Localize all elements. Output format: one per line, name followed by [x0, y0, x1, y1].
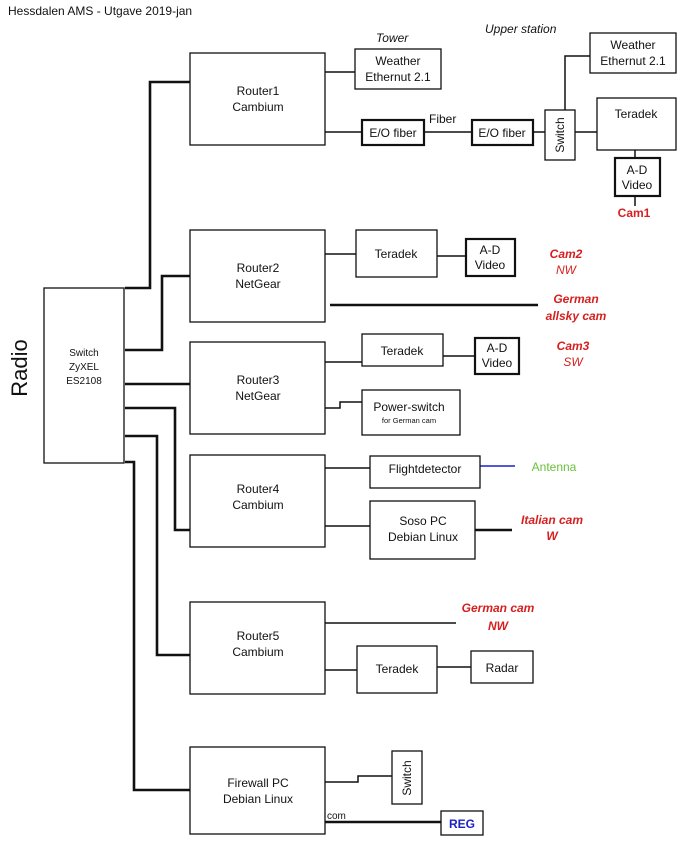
wire-r3-power — [325, 401, 362, 409]
ad-video-cam3-label-2: Video — [482, 356, 513, 370]
wire-switch-weather-upper — [564, 55, 590, 110]
switch-label-2: ZyXEL — [69, 362, 99, 373]
soso-pc-label-2: Debian Linux — [388, 530, 458, 544]
firewall-pc: Firewall PC Debian Linux — [189, 746, 326, 835]
teradek-r3-label: Teradek — [381, 344, 425, 358]
teradek-upper-label: Teradek — [615, 107, 659, 121]
eo-fiber-right: E/O fiber — [470, 118, 535, 147]
wire-switch-firewall — [125, 460, 190, 792]
ad-video-cam2: A-D Video — [464, 237, 517, 278]
wire-switch-router1 — [125, 80, 190, 290]
flightdetector: Flightdetector — [369, 455, 481, 489]
switch-label-1: Switch — [69, 348, 98, 359]
flightdetector-label: Flightdetector — [389, 462, 462, 476]
router1-label-1: Router1 — [237, 84, 280, 98]
ad-video-cam2-label-2: Video — [475, 258, 506, 272]
diagram-title: Hessdalen AMS - Utgave 2019-jan — [8, 4, 192, 18]
eo-fiber-right-label: E/O fiber — [478, 126, 525, 140]
weather-upper-label-1: Weather — [610, 38, 655, 52]
upper-switch: Switch — [544, 109, 576, 161]
wire-fw-switch — [325, 775, 392, 783]
eo-fiber-left: E/O fiber — [360, 118, 426, 147]
radar: Radar — [470, 650, 534, 684]
router3-label-1: Router3 — [237, 373, 280, 387]
cam3-direction: SW — [563, 355, 584, 369]
reg-label: REG — [449, 817, 475, 831]
radio-label: Radio — [7, 339, 32, 396]
italian-cam-label-1: Italian cam — [521, 513, 583, 527]
cam3-label: Cam3 — [557, 339, 590, 353]
weather-tower-label-2: Ethernut 2.1 — [365, 70, 431, 84]
ad-video-cam1-label-1: A-D — [627, 163, 648, 177]
firewall-pc-label-1: Firewall PC — [227, 776, 289, 790]
router1-label-2: Cambium — [232, 100, 283, 114]
wire-switch-router2 — [125, 274, 190, 352]
cam2-direction: NW — [556, 263, 578, 277]
com-label: com — [327, 811, 346, 822]
teradek-r2-label: Teradek — [375, 247, 419, 261]
fiber-label: Fiber — [429, 112, 456, 126]
teradek-upper: Teradek — [596, 97, 677, 151]
weather-upper: Weather Ethernut 2.1 — [589, 32, 677, 74]
ad-video-cam2-label-1: A-D — [480, 243, 501, 257]
firewall-pc-label-2: Debian Linux — [223, 792, 293, 806]
german-allsky-label-1: German — [553, 292, 598, 306]
german-cam-nw-label-2: NW — [488, 619, 510, 633]
wire-switch-router4 — [125, 406, 190, 532]
router5: Router5 Cambium — [189, 601, 326, 695]
router5-label-2: Cambium — [232, 645, 283, 659]
router4-label-1: Router4 — [237, 482, 280, 496]
cam2-label: Cam2 — [550, 247, 583, 261]
router4: Router4 Cambium — [189, 454, 326, 548]
switch-fw-label: Switch — [400, 760, 414, 795]
italian-cam-label-2: W — [546, 529, 559, 543]
soso-pc: Soso PC Debian Linux — [369, 500, 476, 560]
teradek-r5-label: Teradek — [376, 662, 420, 676]
router3-label-2: NetGear — [235, 389, 280, 403]
tower-label: Tower — [376, 31, 409, 45]
german-allsky-label-2: allsky cam — [546, 309, 607, 323]
power-switch-label: Power-switch — [373, 400, 444, 414]
switch-fw: Switch — [391, 750, 423, 805]
eo-fiber-left-label: E/O fiber — [369, 126, 416, 140]
switch-zyxel: Switch ZyXEL ES2108 — [43, 287, 125, 464]
radar-label: Radar — [486, 661, 519, 675]
ad-video-cam1: A-D Video — [613, 156, 662, 198]
power-switch-sublabel: for German cam — [382, 416, 436, 425]
router1: Router1 Cambium — [189, 52, 326, 146]
router2-label-1: Router2 — [237, 261, 280, 275]
wires — [125, 55, 636, 824]
soso-pc-label-1: Soso PC — [399, 514, 447, 528]
switch-label-3: ES2108 — [66, 376, 102, 387]
router2: Router2 NetGear — [189, 229, 326, 323]
weather-upper-label-2: Ethernut 2.1 — [600, 54, 666, 68]
router5-label-1: Router5 — [237, 629, 280, 643]
ad-video-cam3: A-D Video — [473, 336, 521, 376]
teradek-r2: Teradek — [355, 229, 438, 278]
cam1-label: Cam1 — [618, 206, 651, 220]
router4-label-2: Cambium — [232, 498, 283, 512]
upper-switch-label: Switch — [553, 117, 567, 152]
ad-video-cam1-label-2: Video — [622, 178, 653, 192]
router2-label-2: NetGear — [235, 277, 280, 291]
teradek-r3: Teradek — [361, 333, 444, 367]
weather-tower: Weather Ethernut 2.1 — [354, 48, 442, 90]
reg-box: REG — [440, 810, 484, 836]
teradek-r5: Teradek — [356, 645, 438, 694]
upper-station-label: Upper station — [485, 22, 557, 36]
power-switch: Power-switch for German cam — [361, 389, 461, 436]
wire-switch-router5 — [125, 434, 190, 657]
german-cam-nw-label-1: German cam — [462, 601, 535, 615]
weather-tower-label-1: Weather — [375, 54, 420, 68]
ad-video-cam3-label-1: A-D — [487, 341, 508, 355]
antenna-label: Antenna — [532, 460, 577, 474]
router3: Router3 NetGear — [189, 341, 326, 435]
